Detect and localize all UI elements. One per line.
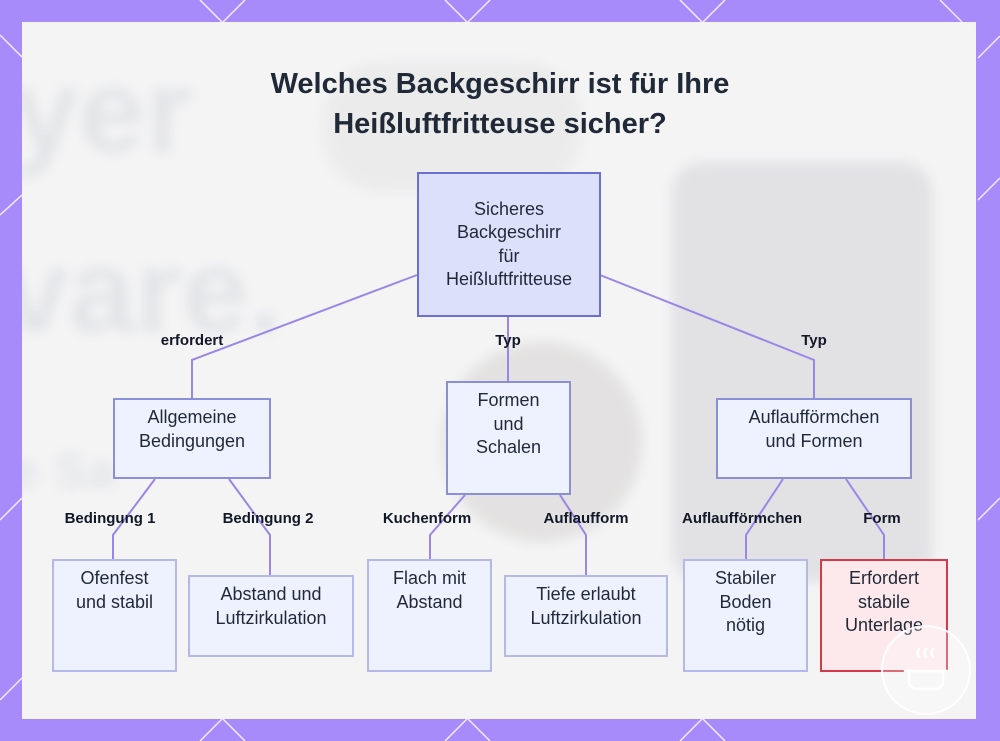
edge-kuchenform [429, 494, 466, 559]
edge-label-auflaufformchen: Auflaufförmchen [682, 510, 802, 527]
title-line-1: Welches Backgeschirr ist für Ihre [270, 68, 730, 100]
node-label: Tiefe erlaubt Luftzirkulation [530, 584, 642, 628]
node-auflaufformchen-und-formen: Auflaufförmchen und Formen [716, 398, 912, 479]
node-root-label: Sicheres Backgeschirr für Heißluftfritte… [445, 198, 573, 290]
node-tiefe: Tiefe erlaubt Luftzirkulation [504, 575, 668, 657]
diagram-panel: yer vare. e Sa [22, 22, 976, 719]
node-ofenfest: Ofenfest und stabil [52, 559, 177, 672]
edge-erfordert [191, 274, 418, 398]
edge-label-erfordert: erfordert [160, 332, 224, 349]
edge-form [845, 478, 885, 559]
edge-auflaufform [559, 494, 587, 575]
edge-auflaufformchen [745, 478, 784, 559]
air-fryer-logo-icon [881, 625, 971, 715]
node-root: Sicheres Backgeschirr für Heißluftfritte… [417, 172, 601, 317]
background-photo: yer vare. e Sa [22, 22, 976, 719]
edge-label-bedingung-2: Bedingung 2 [222, 510, 314, 527]
node-label: Abstand und Luftzirkulation [215, 584, 327, 628]
node-label: Auflaufförmchen und Formen [748, 407, 880, 451]
node-label: Allgemeine Bedingungen [138, 407, 246, 451]
node-label: Stabiler Boden nötig [714, 568, 777, 635]
edge-label-typ: Typ [495, 332, 521, 349]
node-stabiler-boden: Stabiler Boden nötig [683, 559, 808, 672]
node-flach: Flach mit Abstand [367, 559, 492, 672]
edge-label-typ: Typ [801, 332, 827, 349]
background-word: e Sa [22, 443, 115, 499]
node-label: Flach mit Abstand [392, 568, 466, 612]
node-label: Formen und Schalen [475, 390, 542, 457]
edge-label-kuchenform: Kuchenform [382, 510, 472, 527]
background-word: vare. [22, 224, 283, 358]
edge-label-auflaufform: Auflaufform [543, 510, 629, 527]
edge-label-form: Form [863, 510, 901, 527]
edge-bedingung1 [112, 478, 156, 559]
node-abstand: Abstand und Luftzirkulation [188, 575, 354, 657]
node-allgemeine-bedingungen: Allgemeine Bedingungen [113, 398, 271, 479]
edge-bedingung2 [228, 478, 271, 575]
background-word: yer [22, 44, 193, 178]
node-formen-und-schalen: Formen und Schalen [446, 381, 571, 495]
node-label: Ofenfest und stabil [75, 568, 154, 612]
page-title: Welches Backgeschirr ist für Ihre Heißlu… [0, 64, 1000, 144]
title-line-2: Heißluftfritteuse sicher? [333, 108, 667, 140]
edge-typ-auflauf [599, 274, 815, 398]
edge-label-bedingung-1: Bedingung 1 [64, 510, 156, 527]
